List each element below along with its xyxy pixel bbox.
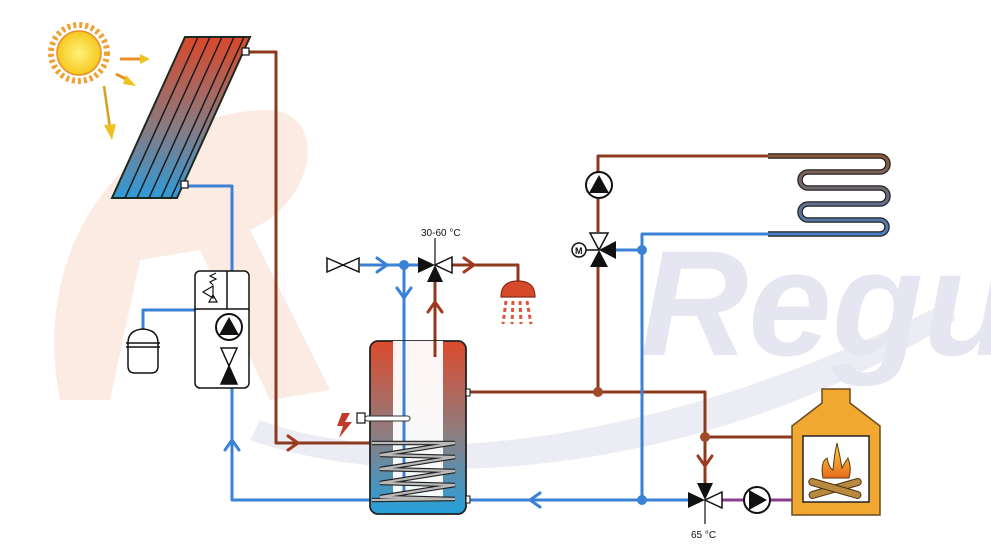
floor-supply-pipe bbox=[596, 154, 768, 232]
junction-dot bbox=[399, 260, 409, 270]
arrow-down-icon bbox=[696, 454, 714, 469]
solar-return-pipe bbox=[230, 388, 372, 502]
solar-pump-station bbox=[194, 270, 250, 389]
floor-heating-loop-icon bbox=[768, 153, 891, 237]
check-valve-icon bbox=[219, 347, 239, 385]
flow-arrows bbox=[223, 256, 714, 509]
motor-label: M bbox=[575, 246, 583, 256]
dhw-mixing-valve-icon[interactable]: 30-60 °C bbox=[418, 228, 461, 282]
junction-dot bbox=[637, 495, 647, 505]
dhw-temp-label: 30-60 °C bbox=[421, 228, 461, 239]
junction-dot bbox=[637, 245, 647, 255]
arrow-right-icon bbox=[462, 256, 477, 274]
motor-icon bbox=[571, 242, 587, 258]
arrow-up-icon bbox=[223, 437, 241, 452]
sun-ray-arrow bbox=[102, 85, 112, 129]
expansion-pipe bbox=[141, 308, 196, 330]
safety-valve-icon bbox=[201, 272, 219, 303]
heating-pump-icon[interactable] bbox=[585, 171, 613, 199]
shower-pipe bbox=[452, 263, 520, 282]
watermark-swoosh-bottom bbox=[250, 300, 955, 469]
shower-icon bbox=[500, 280, 536, 325]
fireplace-icon bbox=[791, 388, 881, 516]
floor-return-pipe bbox=[640, 232, 768, 500]
motorized-mixing-valve-icon[interactable]: M bbox=[571, 232, 616, 267]
fireplace-temp-label: 65 °C bbox=[691, 530, 716, 541]
solar-flow-pipe bbox=[248, 50, 372, 445]
fireplace-mixing-valve-icon[interactable]: 65 °C bbox=[688, 483, 723, 541]
arrow-up-icon bbox=[426, 299, 444, 314]
watermark-text: Regulus bbox=[640, 219, 991, 387]
storage-tank bbox=[337, 340, 471, 515]
sun-icon bbox=[48, 22, 150, 140]
junction-dot bbox=[593, 387, 603, 397]
electric-heater-icon bbox=[356, 412, 411, 424]
junctions bbox=[399, 245, 710, 505]
arrow-down-icon bbox=[395, 286, 413, 301]
watermark: Regulus bbox=[54, 109, 991, 469]
arrow-right-icon bbox=[286, 434, 301, 452]
tank-hot-outlet-pipe bbox=[470, 390, 707, 485]
pump-icon bbox=[215, 313, 243, 341]
expansion-vessel-icon bbox=[126, 328, 160, 374]
junction-dot bbox=[700, 432, 710, 442]
lightning-icon bbox=[337, 413, 352, 438]
solar-collector bbox=[110, 36, 252, 199]
cold-water-valve-icon[interactable] bbox=[326, 256, 360, 274]
solar-return-pipe-upper bbox=[188, 184, 234, 272]
arrow-right-icon bbox=[375, 256, 390, 274]
fireplace-pump-icon[interactable] bbox=[743, 486, 771, 514]
firewood-icon bbox=[808, 478, 862, 499]
arrow-left-icon bbox=[527, 491, 542, 509]
